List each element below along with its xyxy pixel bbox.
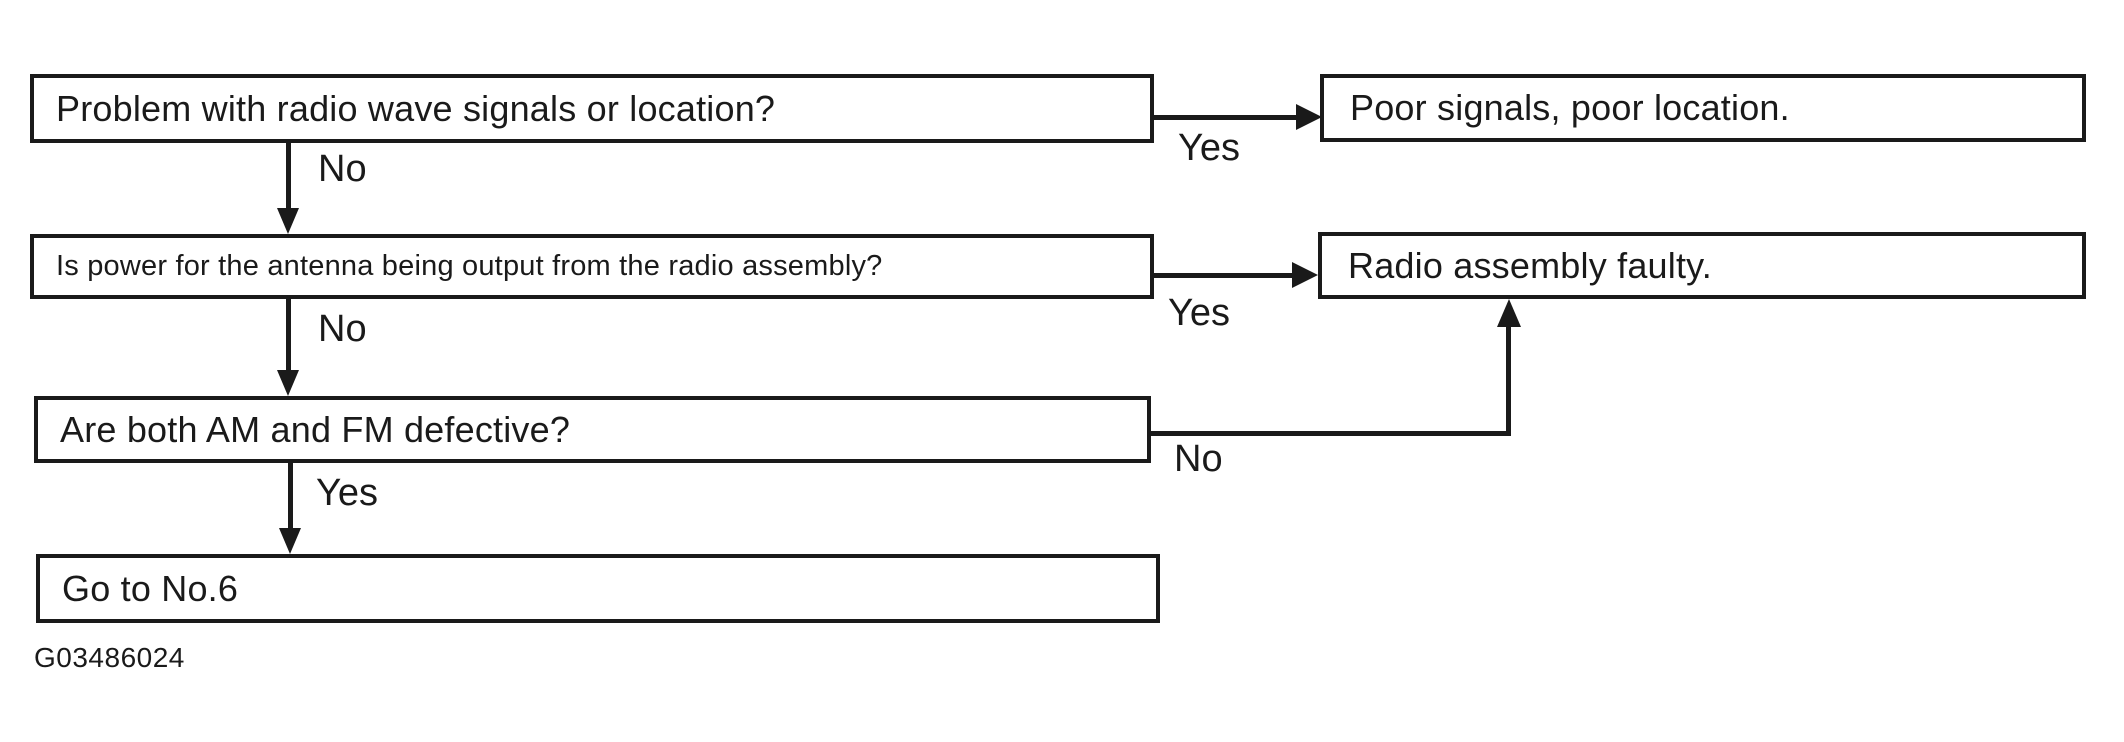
edge-label-q3-no: No xyxy=(1174,438,1223,480)
node-label-go-to-no6: Go to No.6 xyxy=(62,567,239,609)
flowchart-node-radio-assembly-faulty-result: Radio assembly faulty. xyxy=(1318,232,2086,299)
edge-label-q2-yes: Yes xyxy=(1168,292,1230,334)
edge-label-q1-yes: Yes xyxy=(1178,127,1240,169)
connector-q1-to-r1-line xyxy=(1154,115,1302,120)
node-label-antenna-power-question: Is power for the antenna being output fr… xyxy=(56,250,883,282)
connector-q3-to-r2-vertical-line xyxy=(1506,325,1511,435)
arrow-down-icon xyxy=(277,370,299,396)
edge-label-q3-yes: Yes xyxy=(316,472,378,514)
flowchart-node-antenna-power-question: Is power for the antenna being output fr… xyxy=(30,234,1154,299)
flowchart-node-radio-wave-question: Problem with radio wave signals or locat… xyxy=(30,74,1154,143)
arrow-right-icon xyxy=(1292,262,1318,288)
node-label-radio-wave-question: Problem with radio wave signals or locat… xyxy=(56,87,776,129)
connector-q3-to-q4-line xyxy=(288,463,293,529)
figure-code: G03486024 xyxy=(34,642,185,673)
arrow-down-icon xyxy=(277,208,299,234)
arrow-down-icon xyxy=(279,528,301,554)
node-label-poor-signals-result: Poor signals, poor location. xyxy=(1350,87,1790,128)
connector-q3-to-r2-horizontal-line xyxy=(1151,431,1511,436)
node-label-am-fm-defective-question: Are both AM and FM defective? xyxy=(60,408,571,450)
arrow-right-icon xyxy=(1296,104,1322,130)
node-label-radio-assembly-faulty-result: Radio assembly faulty. xyxy=(1348,244,1712,286)
arrow-up-icon xyxy=(1497,299,1521,327)
flowchart-node-go-to-no6: Go to No.6 xyxy=(36,554,1160,623)
flowchart-node-am-fm-defective-question: Are both AM and FM defective? xyxy=(34,396,1151,463)
flowchart-node-poor-signals-result: Poor signals, poor location. xyxy=(1320,74,2086,142)
connector-q2-to-r2-line xyxy=(1154,273,1296,278)
connector-q1-to-q2-line xyxy=(286,143,291,215)
edge-label-q2-no: No xyxy=(318,308,367,350)
connector-q2-to-q3-line xyxy=(286,299,291,371)
edge-label-q1-no: No xyxy=(318,148,367,190)
